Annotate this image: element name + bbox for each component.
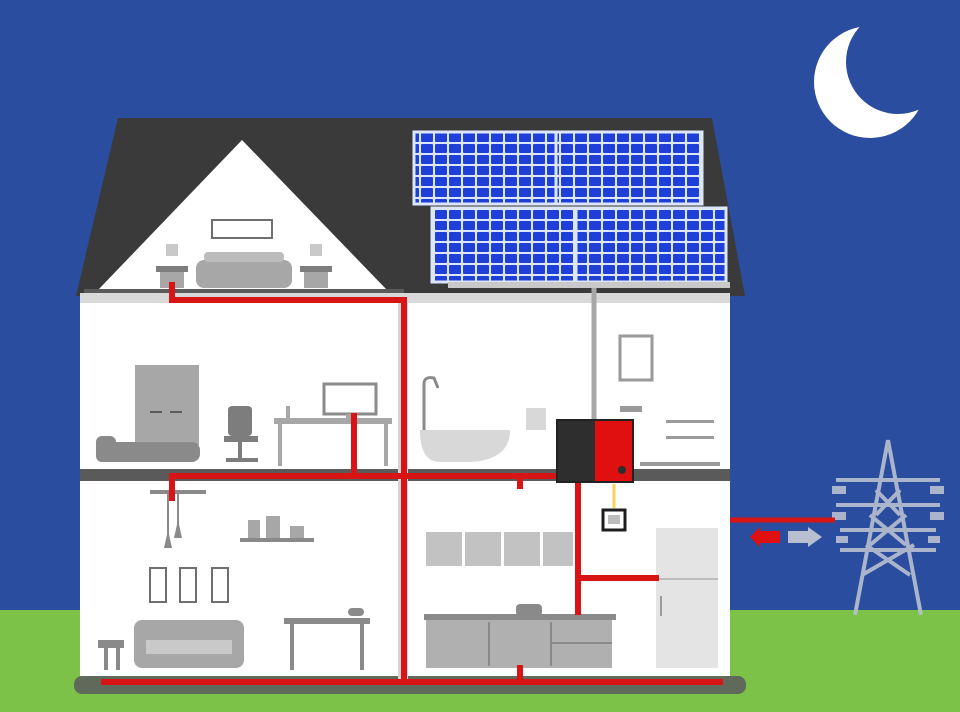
kitchen xyxy=(424,528,718,668)
bathroom xyxy=(420,334,720,466)
meter-icon xyxy=(601,508,627,532)
flow-arrow-icon xyxy=(750,527,822,547)
power-pylon-icon xyxy=(832,439,944,616)
attic-floor xyxy=(84,289,404,295)
living-room xyxy=(98,490,370,670)
solar-panel-icon xyxy=(412,130,730,288)
inverter-icon xyxy=(556,419,634,483)
moon-icon xyxy=(814,26,926,138)
attic-bedroom xyxy=(156,219,332,288)
upper-bedroom xyxy=(96,365,392,466)
power-wiring xyxy=(101,282,723,685)
